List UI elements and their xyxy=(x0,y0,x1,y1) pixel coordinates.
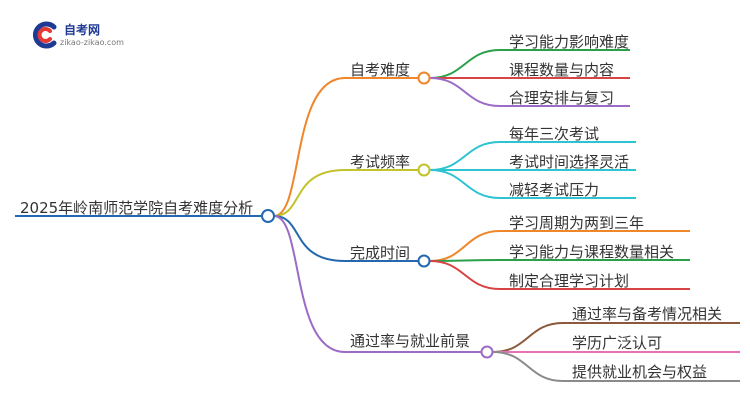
logo-title: 自考网 xyxy=(64,23,101,37)
branch-label-passrate: 通过率与就业前景 xyxy=(350,332,471,350)
leaf-connector xyxy=(429,230,501,262)
leaf-connector xyxy=(429,259,501,262)
branch-node-circle xyxy=(480,345,494,359)
leaf-label: 学习能力影响难度 xyxy=(509,33,630,51)
leaf-label: 考试时间选择灵活 xyxy=(509,153,630,171)
branch-connector xyxy=(273,77,346,217)
leaf-connector xyxy=(429,169,501,199)
leaf-label: 通过率与备考情况相关 xyxy=(572,305,723,323)
branch-node-circle xyxy=(417,163,431,177)
leaf-label: 制定合理学习计划 xyxy=(509,272,630,290)
logo-c-icon xyxy=(33,21,57,49)
root-node-label: 2025年岭南师范学院自考难度分析 xyxy=(20,199,254,217)
branch-node-circle xyxy=(417,254,431,268)
branch-connector xyxy=(273,215,346,262)
leaf-label: 学习能力与课程数量相关 xyxy=(509,243,675,261)
branch-connector xyxy=(273,215,346,353)
site-logo: 自考网 zikao-zikao.com xyxy=(30,20,140,52)
leaf-label: 课程数量与内容 xyxy=(509,61,615,79)
branch-node-circle xyxy=(417,71,431,85)
leaf-connector xyxy=(492,351,564,382)
leaf-label: 合理安排与复习 xyxy=(509,89,615,107)
leaf-label: 学习周期为两到三年 xyxy=(509,214,645,232)
leaf-connector xyxy=(429,77,501,107)
branch-label-frequency: 考试频率 xyxy=(350,153,411,171)
branch-connector xyxy=(273,169,346,217)
root-node-circle xyxy=(261,209,275,223)
branch-label-difficulty: 自考难度 xyxy=(350,61,411,79)
leaf-connector xyxy=(492,322,564,353)
leaf-label: 提供就业机会与权益 xyxy=(572,363,708,381)
leaf-label: 学历广泛认可 xyxy=(572,334,663,352)
leaf-label: 每年三次考试 xyxy=(509,125,600,143)
branch-label-duration: 完成时间 xyxy=(350,244,411,262)
logo-subtitle: zikao-zikao.com xyxy=(60,38,124,47)
leaf-connector xyxy=(429,260,501,290)
leaf-connector xyxy=(429,141,501,171)
leaf-connector xyxy=(429,49,501,79)
leaf-label: 减轻考试压力 xyxy=(509,181,600,199)
